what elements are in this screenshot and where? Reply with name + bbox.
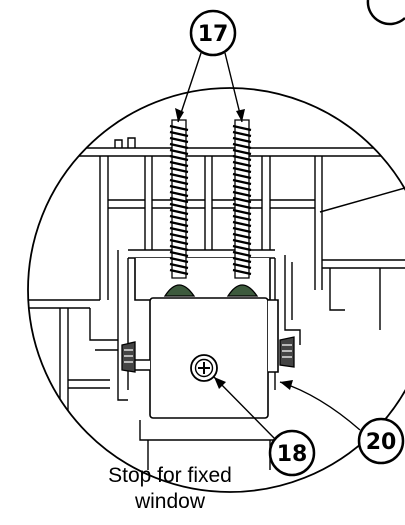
offscreen-callout-circle (366, 0, 405, 26)
detail-content (28, 137, 405, 490)
gasket-left (121, 341, 136, 373)
caption-line-1: Stop for fixed (108, 464, 232, 487)
frame-top-profile (28, 147, 405, 157)
screw-left (163, 119, 196, 297)
callout-17-label: 17 (198, 22, 229, 47)
stop-caption: Stop for fixed window (60, 463, 280, 515)
frame-chambers (99, 156, 323, 300)
caption-line-2: window (134, 490, 206, 513)
detail-reference-leader (319, 187, 405, 213)
detail-circle (27, 87, 405, 493)
callout-20-label: 20 (366, 430, 397, 455)
screw-right (226, 119, 259, 297)
frame-right-profile (322, 259, 405, 330)
glazing-bottom (139, 420, 280, 490)
window-stop-block (129, 258, 279, 419)
callout-20: 20 (279, 380, 405, 465)
callout-18-label: 18 (277, 442, 308, 467)
frame-left-profile (28, 250, 128, 420)
phillips-screw-icon (190, 354, 218, 382)
gasket-right (279, 336, 295, 368)
callout-18: 18 (213, 376, 316, 477)
callout-17: 17 (175, 9, 245, 123)
